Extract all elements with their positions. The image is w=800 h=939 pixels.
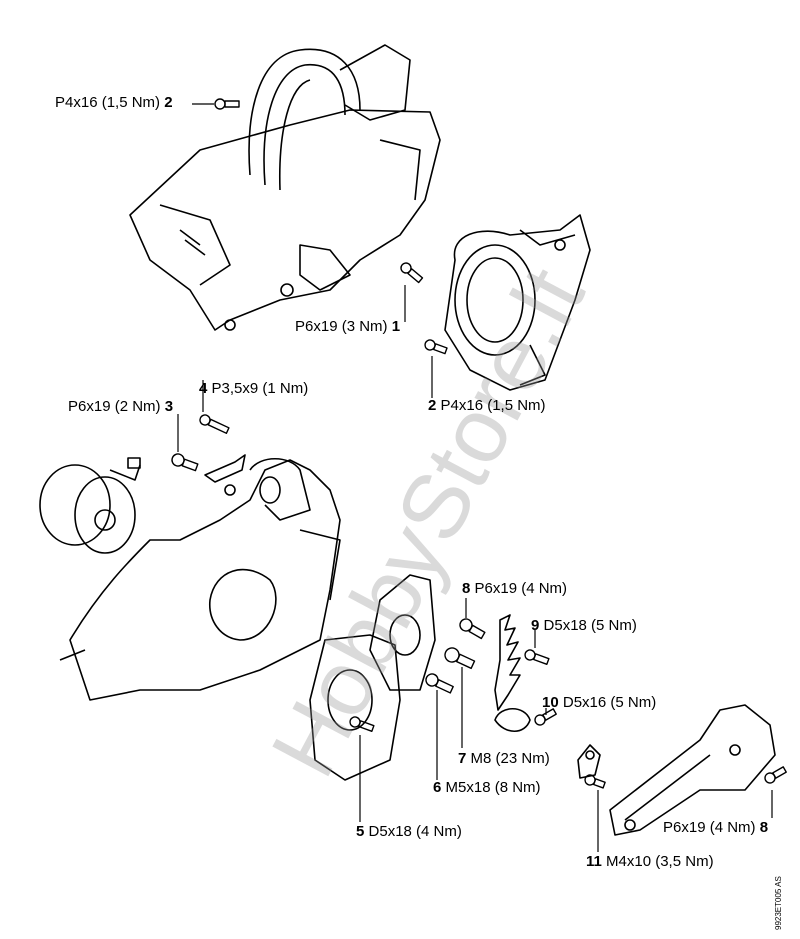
callout-text: P3,5x9 (1 Nm) <box>211 380 309 397</box>
chain-catcher <box>577 744 601 779</box>
drawing-code: 9923ET005 AS <box>774 876 783 930</box>
callout-10: 10 D5x16 (5 Nm) <box>542 694 656 712</box>
callout-text: P4x16 (1,5 Nm) <box>440 397 546 414</box>
callout-7: 7 M8 (23 Nm) <box>458 750 550 768</box>
callout-number: 9 <box>531 617 540 634</box>
callout-number: 6 <box>433 779 442 796</box>
callout-number: 2 <box>428 397 437 414</box>
callout-text: M4x10 (3,5 Nm) <box>606 853 714 870</box>
callout-3: P6x19 (2 Nm) 3 <box>68 398 173 416</box>
screws <box>171 98 787 789</box>
callout-text: D5x18 (5 Nm) <box>543 617 637 634</box>
callout-text: P6x19 (2 Nm) <box>68 398 161 415</box>
callout-5: 5 D5x18 (4 Nm) <box>356 823 462 841</box>
handle-housing <box>129 44 441 331</box>
callout-text: M8 (23 Nm) <box>470 750 550 767</box>
callout-number: 4 <box>199 380 208 397</box>
callout-text: P4x16 (1,5 Nm) <box>55 94 161 111</box>
callout-4: 4 P3,5x9 (1 Nm) <box>199 380 308 398</box>
callout-text: D5x16 (5 Nm) <box>562 694 657 711</box>
callout-11: 11 M4x10 (3,5 Nm) <box>586 853 714 871</box>
callout-text: M5x18 (8 Nm) <box>445 779 541 796</box>
callout-number: 1 <box>391 318 401 335</box>
callout-9: 9 D5x18 (5 Nm) <box>531 617 637 635</box>
callout-number: 2 <box>164 94 173 111</box>
callout-text: D5x18 (4 Nm) <box>368 823 462 840</box>
fan-housing <box>444 214 591 391</box>
callout-number: 8 <box>462 580 471 597</box>
callout-number: 3 <box>164 398 174 415</box>
intake-flange <box>309 574 436 781</box>
bumper-spike <box>494 614 531 733</box>
callout-2-right: 2 P4x16 (1,5 Nm) <box>428 397 546 415</box>
callout-text: P6x19 (4 Nm) <box>663 819 756 836</box>
hand-guard <box>609 704 776 836</box>
callout-6: 6 M5x18 (8 Nm) <box>433 779 541 797</box>
callout-number: 7 <box>458 750 467 767</box>
callout-number: 10 <box>542 694 559 711</box>
callout-number: 11 <box>586 853 602 870</box>
callout-2-top: P4x16 (1,5 Nm) 2 <box>55 94 173 112</box>
callout-8-middle: 8 P6x19 (4 Nm) <box>462 580 567 598</box>
crankcase <box>39 457 341 701</box>
callout-1: P6x19 (3 Nm) 1 <box>295 318 400 336</box>
callout-8-right: P6x19 (4 Nm) 8 <box>663 819 768 837</box>
callout-number: 8 <box>759 819 769 836</box>
leader-lines <box>177 103 773 852</box>
spring-bracket <box>204 454 246 496</box>
callout-number: 5 <box>356 823 365 840</box>
callout-text: P6x19 (3 Nm) <box>295 318 388 335</box>
callout-text: P6x19 (4 Nm) <box>474 580 568 597</box>
